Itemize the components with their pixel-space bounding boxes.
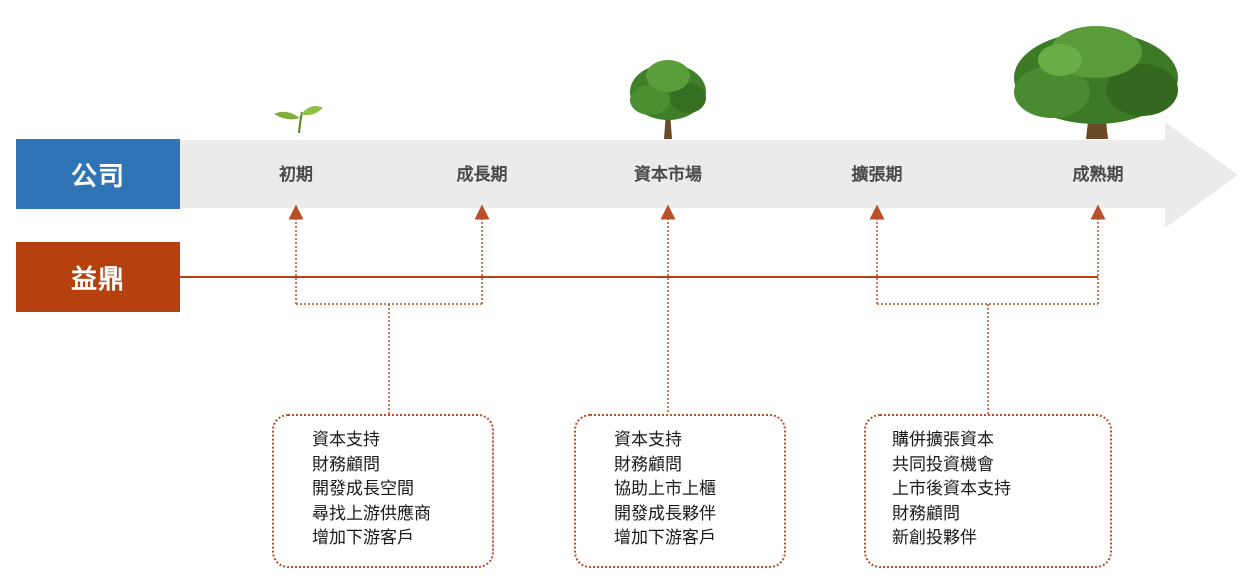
service-box-early: 資本支持 財務顧問 開發成長空間 尋找上游供應商 增加下游客戶 — [272, 414, 494, 568]
tree-icon — [630, 60, 706, 139]
company-label: 公司 — [16, 139, 180, 209]
stage-label-3: 資本市場 — [634, 165, 702, 185]
list-item: 購併擴張資本 — [892, 430, 994, 450]
stage-label-4: 擴張期 — [851, 165, 903, 185]
service-box-capital-market: 資本支持 財務顧問 協助上市上櫃 開發成長夥伴 增加下游客戶 — [574, 414, 786, 568]
list-item: 資本支持 — [312, 430, 380, 450]
sprout-icon — [274, 106, 323, 134]
list-item: 資本支持 — [614, 430, 682, 450]
list-item: 共同投資機會 — [892, 454, 994, 475]
stage-label-5: 成熟期 — [1072, 165, 1124, 185]
list-item: 開發成長空間 — [312, 479, 414, 499]
list-item: 尋找上游供應商 — [312, 503, 431, 524]
list-item: 增加下游客戶 — [614, 528, 716, 548]
service-box-expansion: 購併擴張資本 共同投資機會 上市後資本支持 財務顧問 新創投夥伴 — [864, 414, 1112, 568]
list-item: 財務顧問 — [312, 454, 380, 475]
list-item: 新創投夥伴 — [892, 528, 977, 548]
stage-label-1: 初期 — [279, 165, 313, 185]
list-item: 上市後資本支持 — [892, 479, 1011, 499]
timeline-arrow — [180, 122, 1238, 228]
stage-label-2: 成長期 — [456, 165, 508, 185]
big-tree-icon — [1014, 26, 1178, 139]
list-item: 協助上市上櫃 — [614, 479, 716, 499]
list-item: 開發成長夥伴 — [614, 503, 716, 524]
list-item: 增加下游客戶 — [312, 528, 414, 548]
list-item: 財務顧問 — [892, 503, 960, 524]
list-item: 財務顧問 — [614, 454, 682, 475]
partner-label: 益鼎 — [16, 242, 180, 312]
